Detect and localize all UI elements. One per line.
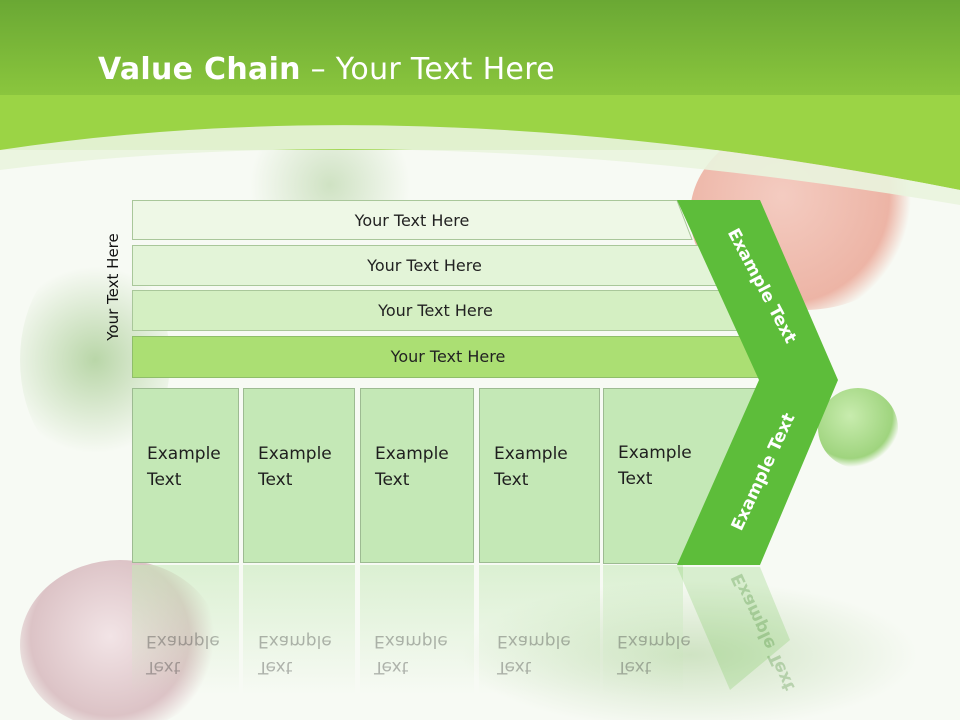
bar-1-label: Your Text Here [354, 210, 470, 230]
box-1-line1: Example [147, 444, 221, 464]
box-1-reflection [132, 565, 239, 695]
box-1: Example Text [132, 388, 239, 563]
box-4-reflection [479, 565, 600, 695]
bar-2-label: Your Text Here [367, 255, 482, 275]
box-4-line1: Example [494, 444, 568, 464]
background-pea [818, 388, 898, 468]
box-3-line2: Text [375, 470, 410, 490]
header-curve [0, 95, 960, 205]
title-rest: – Your Text Here [300, 52, 555, 87]
box-2-line1: Example [258, 444, 332, 464]
bar-3-label: Your Text Here [378, 300, 493, 320]
box-2-reflection [243, 565, 355, 695]
slide-title: Value Chain – Your Text Here [98, 52, 555, 87]
box-2: Example Text [243, 388, 355, 563]
box-5-reflection [603, 565, 683, 695]
box-2-line2: Text [258, 470, 293, 490]
title-bold: Value Chain [98, 52, 301, 87]
bar-4-label: Your Text Here [390, 346, 506, 366]
box-1-line2: Text [147, 470, 182, 490]
box-5-line2: Text [618, 469, 653, 489]
bar-1-shape [132, 200, 693, 240]
box-3: Example Text [360, 388, 474, 563]
bar-4: Your Text Here [132, 336, 764, 378]
bar-2: Your Text Here [132, 245, 718, 286]
box-3-reflection [360, 565, 474, 695]
box-4-line2: Text [494, 470, 529, 490]
box-5-line1: Example [618, 443, 692, 463]
bar-1: Your Text Here [132, 200, 693, 240]
box-4: Example Text [479, 388, 600, 563]
box-3-line1: Example [375, 444, 449, 464]
box-5-text: Example Text [618, 440, 708, 492]
